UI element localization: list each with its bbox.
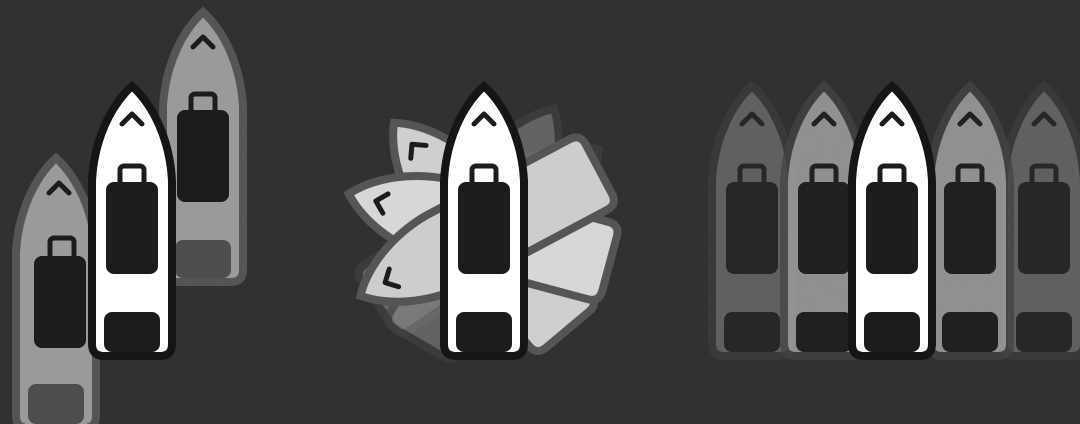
boat-ghost-side-right-2	[1004, 86, 1080, 356]
sideways-panel	[712, 86, 1080, 356]
boat-main-rotate	[444, 86, 524, 356]
boat-ghost-lower	[16, 158, 96, 424]
boat-main-drift	[92, 86, 172, 356]
boat-ghost-side-right-1	[930, 86, 1010, 356]
boat-main-sideways	[852, 86, 932, 356]
